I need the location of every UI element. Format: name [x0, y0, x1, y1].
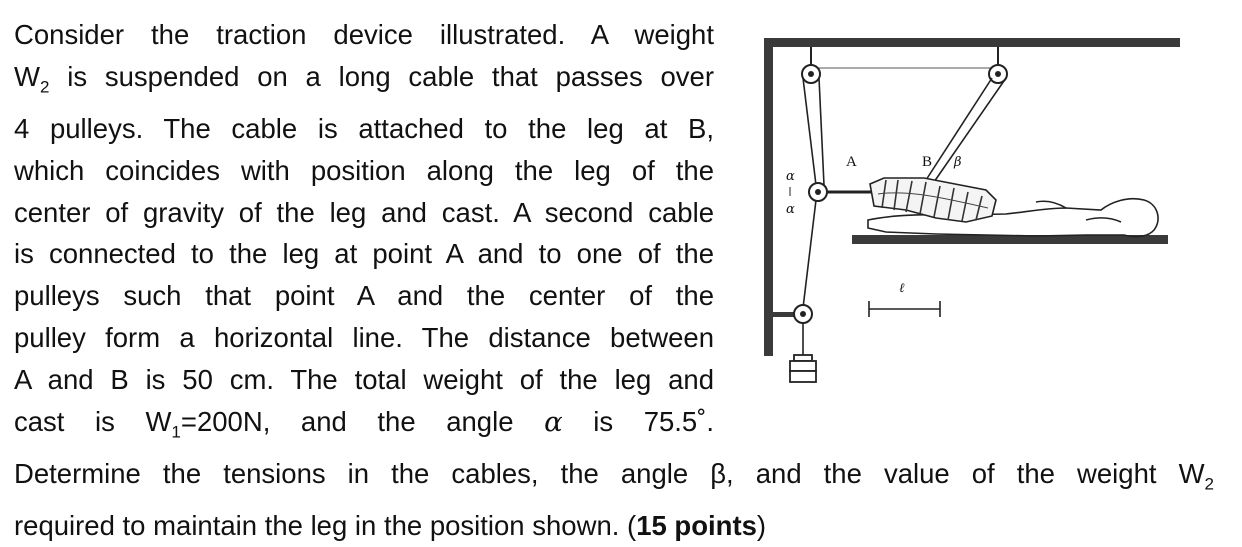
middle-pulley	[808, 182, 828, 202]
points-label: 15 points	[636, 510, 757, 542]
problem-line-6: is connected to the leg at point A and t…	[14, 238, 714, 270]
bottom-bracket	[773, 312, 801, 317]
leg-cast	[869, 177, 997, 223]
problem-line-10-part3: is 75.5˚.	[593, 405, 715, 437]
length-indicator	[868, 301, 941, 317]
label-ell: ℓ	[899, 281, 905, 296]
label-beta: β	[953, 155, 962, 170]
traction-device-figure: A B β α α ℓ	[756, 30, 1196, 390]
problem-line-9: A and B is 50 cm. The total weight of th…	[14, 363, 714, 395]
problem-line-8: pulley form a horizontal line. The dista…	[14, 322, 714, 354]
top-left-pulley	[801, 47, 821, 84]
problem-line-3: 4 pulleys. The cable is attached to the …	[14, 113, 714, 145]
traction-diagram: A B β α α ℓ	[764, 38, 1180, 383]
label-alpha-lower: α	[786, 202, 795, 217]
cable-b-support	[925, 77, 993, 181]
label-a: A	[846, 154, 857, 170]
problem-line-10-part2: =200N, and the angle	[180, 405, 514, 437]
bed	[852, 235, 1168, 244]
problem-line-11: Determine the tensions in the cables, th…	[14, 453, 1214, 505]
problem-line-10: cast is W1=200N, and the angle α is 75.5…	[14, 401, 714, 453]
label-alpha-upper: α	[786, 169, 795, 184]
problem-line-2: W2 is suspended on a long cable that pas…	[14, 56, 714, 108]
cable-top-left-to-middle	[818, 77, 825, 186]
problem-line-7: pulleys such that point A and the center…	[14, 280, 714, 312]
cable-to-b	[933, 77, 1007, 183]
w2-subscript: 2	[39, 77, 50, 97]
w1-subscript: 1	[171, 422, 181, 442]
top-beam	[764, 38, 1180, 47]
left-post	[764, 38, 773, 356]
problem-line-1: Consider the traction device illustrated…	[14, 19, 714, 50]
problem-line-12: required to maintain the leg in the posi…	[14, 505, 1234, 547]
problem-line-10-part1: cast is W	[14, 405, 172, 437]
problem-line-4: which coincides with position along the …	[14, 154, 714, 186]
problem-line-2-text: is suspended on a long cable that passes…	[49, 60, 714, 92]
bottom-pulley	[793, 304, 813, 324]
w2-subscript-2: 2	[1204, 474, 1214, 494]
top-right-pulley	[988, 47, 1008, 84]
problem-line-5: center of gravity of the leg and cast. A…	[14, 196, 714, 228]
label-b: B	[922, 154, 932, 170]
w2-symbol: W	[14, 60, 40, 92]
problem-line-12-close: )	[756, 510, 767, 542]
cable-left-descending	[802, 77, 817, 186]
cable-middle-to-bottom	[802, 199, 817, 309]
problem-line-12-text: required to maintain the leg in the posi…	[14, 510, 637, 542]
alpha-symbol: α	[544, 405, 563, 438]
problem-statement: Consider the traction device illustrated…	[14, 14, 1234, 547]
hanging-weight	[789, 354, 817, 383]
problem-line-11-text: Determine the tensions in the cables, th…	[14, 457, 1205, 489]
